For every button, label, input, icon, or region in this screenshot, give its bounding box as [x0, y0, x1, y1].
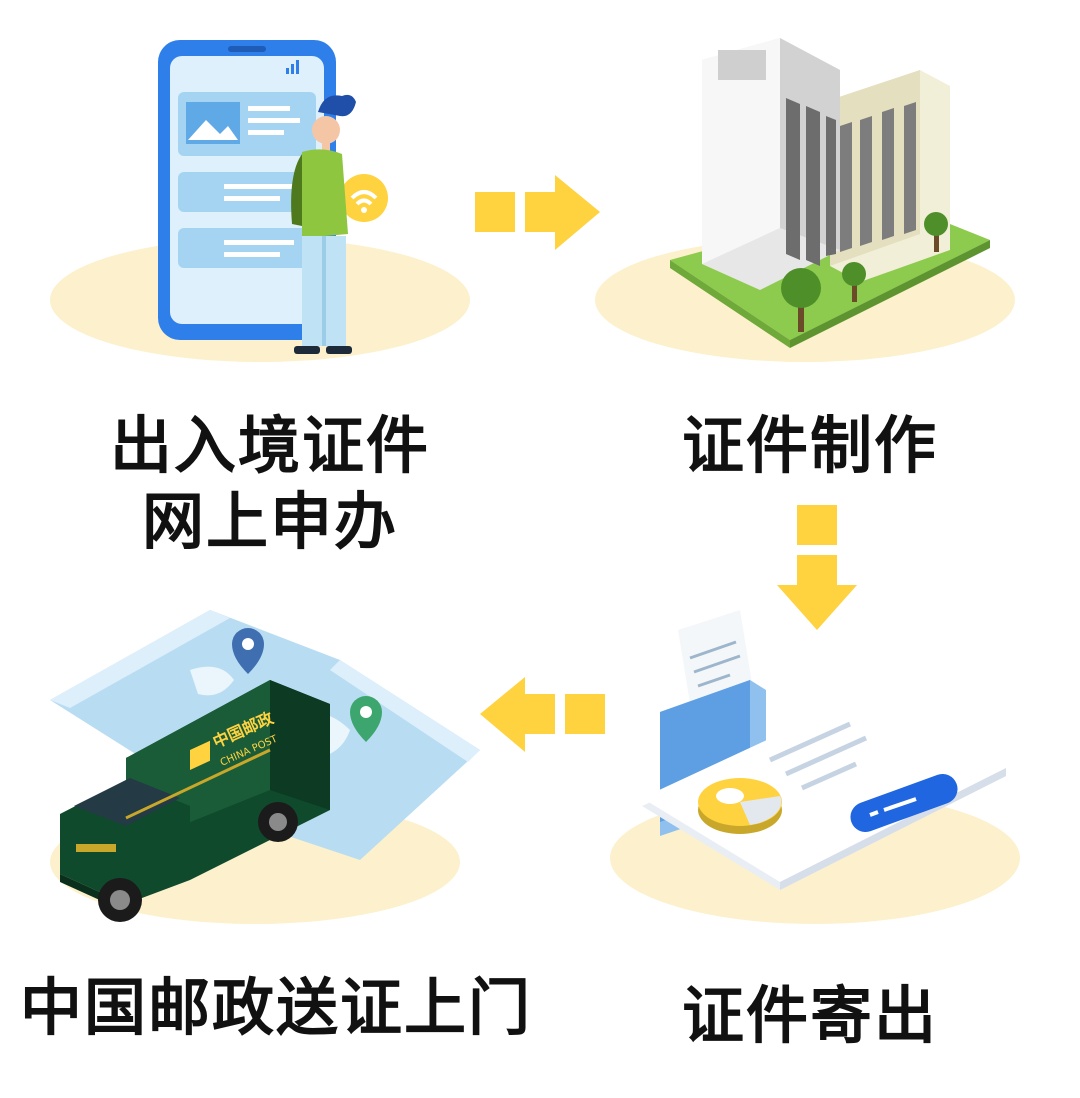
step-3-label-line-1: 证件寄出: [681, 979, 938, 1052]
arrow-down-icon: [777, 505, 857, 630]
step-2-label-line-1: 证件制作: [681, 409, 938, 482]
step-4-label: 中国邮政送证上门: [20, 970, 533, 1046]
arrow-right-icon: [475, 175, 600, 250]
arrow-left-icon: [480, 677, 605, 752]
phone-person-icon: [50, 40, 470, 362]
office-building-icon: [595, 38, 1015, 362]
step-4-label-line-1: 中国邮政送证上门: [20, 971, 533, 1044]
step-1-label-line-2: 网上申办: [141, 485, 398, 558]
step-3-label: 证件寄出: [640, 978, 980, 1054]
postal-truck-map-icon: 中国邮政 CHINA POST: [50, 610, 480, 924]
step-2-label: 证件制作: [640, 408, 980, 484]
step-1-label-line-1: 出入境证件: [109, 409, 430, 482]
step-1-label: 出入境证件 网上申办: [90, 408, 450, 560]
document-folder-icon: [610, 610, 1020, 924]
